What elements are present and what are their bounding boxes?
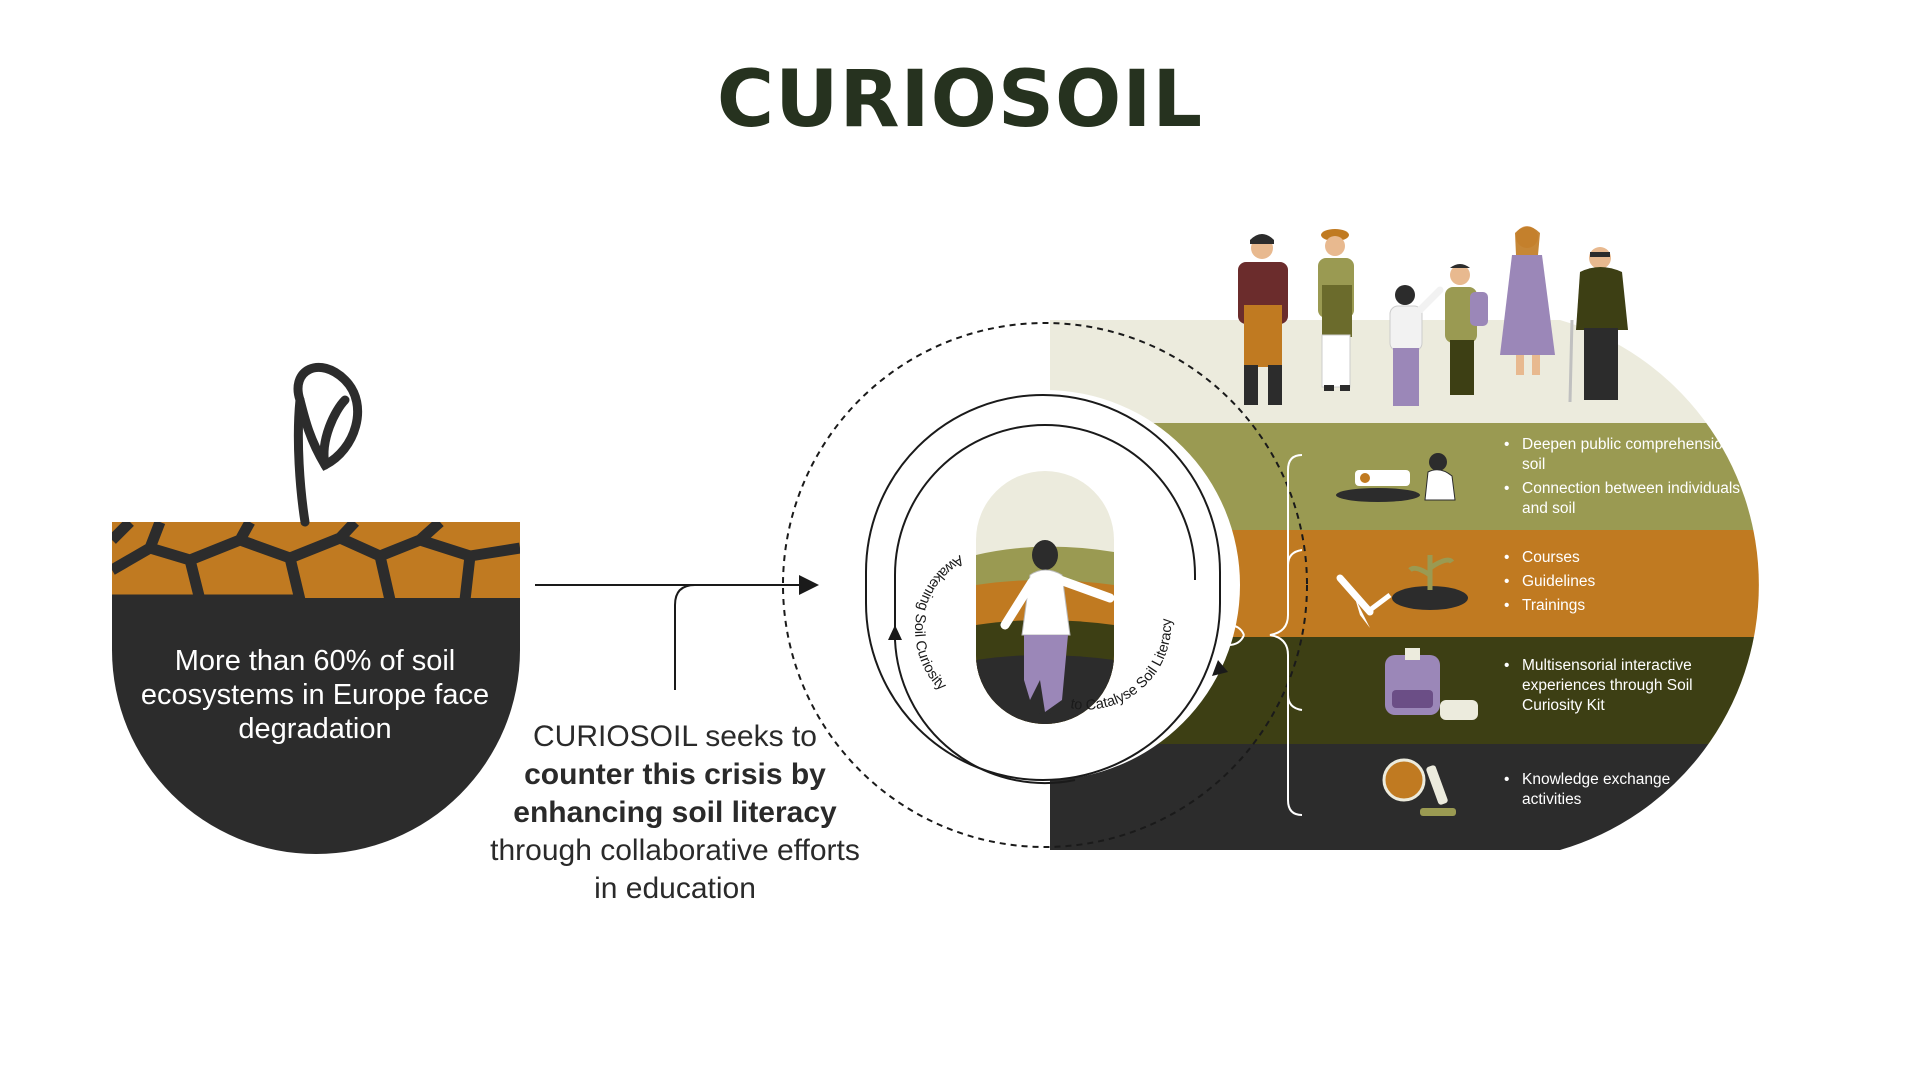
person-student-icon: [1445, 264, 1488, 395]
mission-statement: CURIOSOIL seeks to counter this crisis b…: [475, 718, 875, 908]
band-1-item: Connection between individuals and soil: [1500, 479, 1760, 519]
band-brackets: [1227, 454, 1303, 816]
cycle-arrow-up: [888, 625, 902, 640]
person-child-icon: [1389, 285, 1444, 406]
band-2-item: Courses: [1500, 548, 1760, 568]
cycle-arrow-right: [1212, 660, 1228, 676]
person-elder-icon: [1568, 247, 1628, 403]
person-woman-icon: [1500, 226, 1555, 375]
page-title: CURIOSOIL: [716, 55, 1204, 145]
band-2-item: Trainings: [1500, 596, 1760, 616]
cracked-soil-layer: [112, 522, 520, 602]
band-4: [1050, 744, 1759, 850]
seedling-icon: [293, 362, 363, 527]
cycle-outer-loop: [865, 394, 1221, 781]
cycle-inner-loop: [894, 424, 1196, 630]
person-gardener-icon: [1318, 229, 1354, 391]
mission-text-intro: CURIOSOIL seeks to: [533, 720, 817, 753]
person-farmer-icon: [1238, 234, 1288, 405]
connector-line: [674, 584, 696, 690]
band-1-item: Deepen public comprehension of soil: [1500, 435, 1760, 475]
band-4-item: Knowledge exchange activities: [1500, 770, 1700, 810]
band-1-list: Deepen public comprehension of soil Conn…: [1500, 435, 1760, 523]
soil-pot: [112, 362, 520, 854]
band-4-list: Knowledge exchange activities: [1500, 770, 1700, 814]
gardening-family-icon: [1336, 453, 1456, 502]
people-group: [1238, 226, 1628, 406]
band-3-list: Multisensorial interactive experiences t…: [1500, 656, 1730, 720]
mission-text-end: through collaborative efforts in educati…: [490, 834, 860, 905]
band-3-item: Multisensorial interactive experiences t…: [1500, 656, 1730, 716]
garden-tools-icon: [1336, 555, 1468, 628]
microscope-icon: [1382, 758, 1456, 816]
mission-text-bold: counter this crisis by enhancing soil li…: [513, 758, 837, 829]
band-2-list: Courses Guidelines Trainings: [1500, 548, 1760, 620]
dashed-outer-ring: [782, 322, 1308, 848]
curiosity-kit-icon: [1385, 648, 1478, 720]
band-2-item: Guidelines: [1500, 572, 1760, 592]
child-figure: [1000, 540, 1115, 724]
degradation-statistic: More than 60% of soil ecosystems in Euro…: [140, 645, 490, 745]
